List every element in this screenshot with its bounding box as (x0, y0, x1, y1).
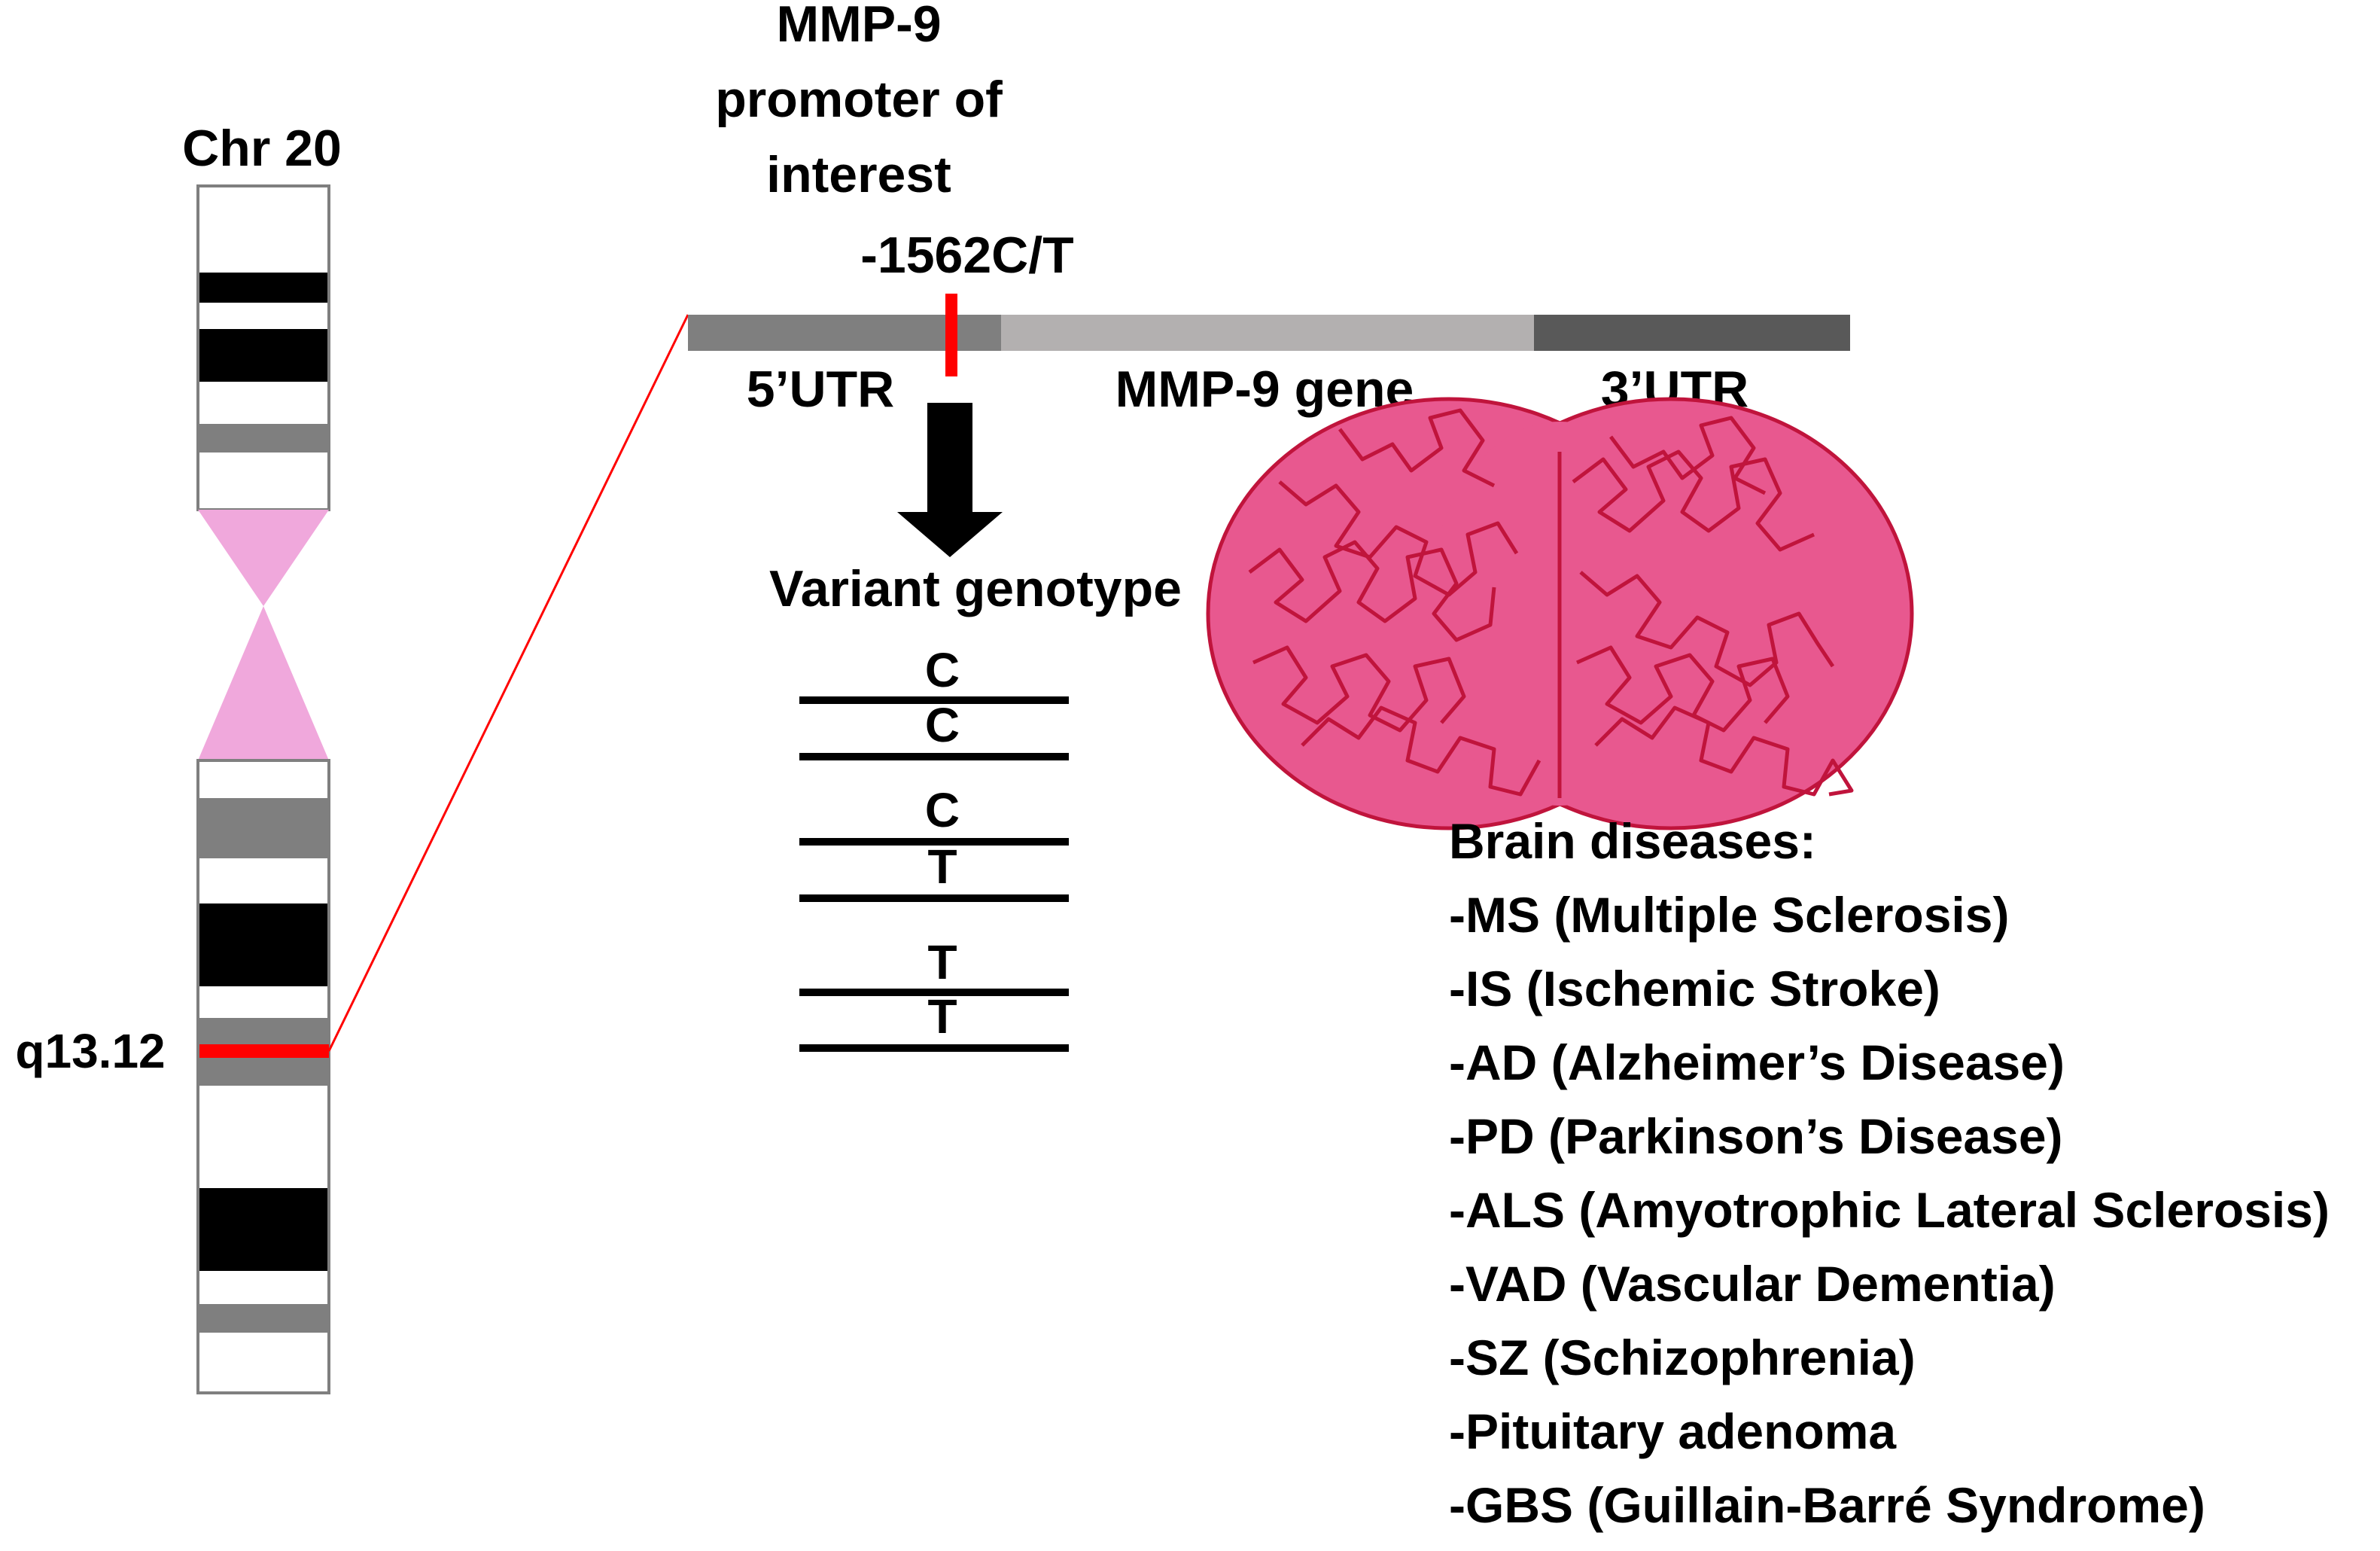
band-p2 (199, 329, 327, 382)
allele: T (927, 989, 957, 1044)
allele: T (927, 935, 957, 989)
disease-item: -SZ (Schizophrenia) (1449, 1330, 1916, 1385)
genotype-cc: C C (799, 643, 1069, 760)
band-q1 (199, 798, 327, 858)
disease-item: -Pituitary adenoma (1449, 1403, 1897, 1459)
disease-item: -AD (Alzheimer’s Disease) (1449, 1035, 2065, 1090)
variant-genotype-label: Variant genotype (769, 560, 1182, 617)
band-q2 (199, 903, 327, 986)
disease-item: -MS (Multiple Sclerosis) (1449, 887, 2009, 943)
allele: T (927, 839, 957, 894)
disease-list-title: Brain diseases: (1449, 813, 1816, 869)
genotype-pairs: C C C T T T (799, 643, 1069, 1052)
disease-item: -IS (Ischemic Stroke) (1449, 961, 1940, 1016)
genotype-tt: T T (799, 935, 1069, 1052)
band-p3 (199, 424, 327, 453)
promoter-labels: MMP-9 promoter of interest -1562C/T (715, 0, 1074, 284)
gene-label: MMP-9 gene (1115, 361, 1414, 418)
band-p1 (199, 273, 327, 303)
allele: C (925, 643, 960, 697)
gene-bar: 5’UTR MMP-9 gene 3’UTR (688, 294, 1850, 418)
utr5-label: 5’UTR (747, 361, 894, 418)
disease-item: -GBS (Guillain-Barré Syndrome) (1449, 1477, 2205, 1533)
brain-icon (1206, 397, 1914, 830)
disease-item: -ALS (Amyotrophic Lateral Sclerosis) (1449, 1182, 2330, 1238)
disease-item: -PD (Parkinson’s Disease) (1449, 1108, 2063, 1164)
zoom-line (327, 314, 689, 1052)
down-arrow-icon (897, 403, 1003, 557)
allele: C (925, 783, 960, 837)
gene-body-segment (1001, 315, 1534, 351)
promoter-title-line-1: MMP-9 (776, 0, 941, 53)
promoter-title-line-2: promoter of (715, 71, 1003, 128)
snp-marker (945, 294, 957, 376)
disease-item: -VAD (Vascular Dementia) (1449, 1256, 2056, 1312)
snp-label: -1562C/T (860, 227, 1073, 284)
locus-label: q13.12 (15, 1024, 165, 1078)
genotype-ct: C T (799, 783, 1069, 902)
utr3-segment (1534, 315, 1850, 351)
band-q4 (199, 1188, 327, 1271)
allele: C (925, 698, 960, 752)
band-q5 (199, 1304, 327, 1333)
locus-marker (199, 1044, 329, 1058)
chromosome-label: Chr 20 (182, 120, 342, 177)
chromosome-ideogram: Chr 20 q13.12 (15, 120, 689, 1394)
promoter-title-line-3: interest (766, 146, 951, 203)
centromere (198, 510, 329, 760)
disease-list: Brain diseases: -MS (Multiple Sclerosis)… (1449, 813, 2330, 1533)
